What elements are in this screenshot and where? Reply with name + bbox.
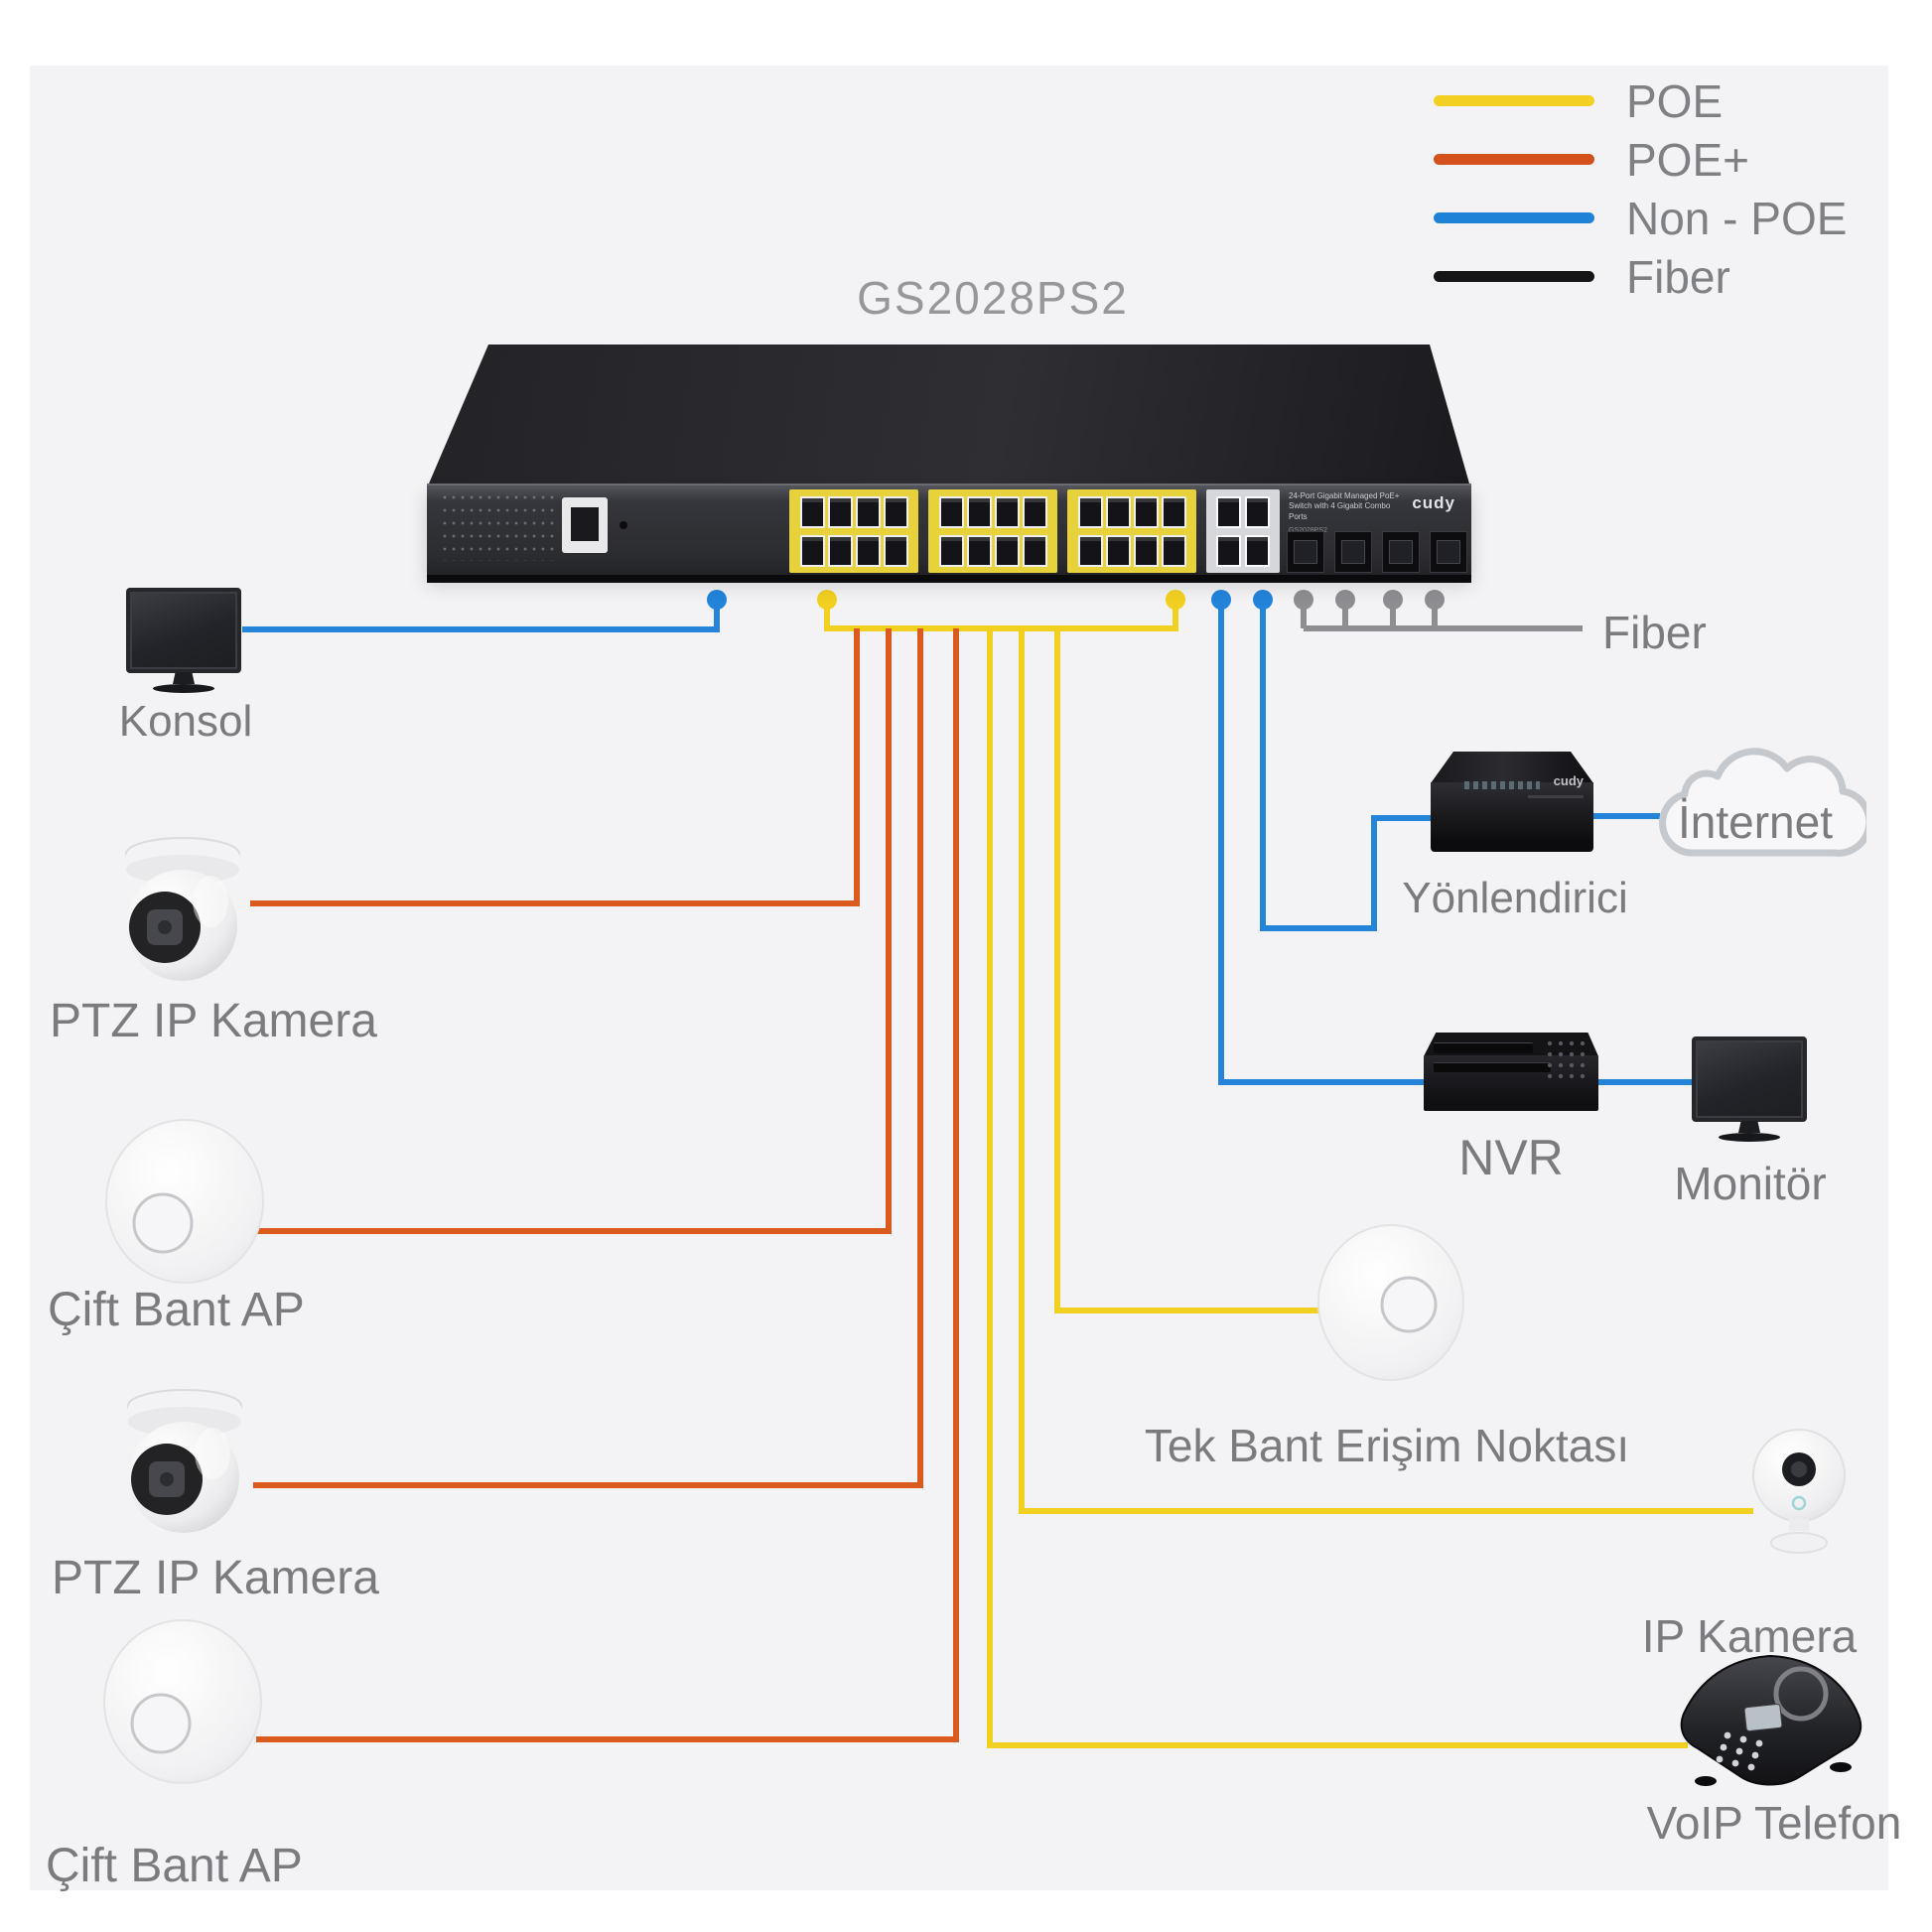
switch-base <box>427 575 1471 583</box>
nvr-buttons <box>1547 1040 1590 1080</box>
switch-description-text: 24-Port Gigabit Managed PoE+ Switch with… <box>1289 491 1400 521</box>
line-voip-poe <box>987 628 1688 1748</box>
sfp-slot <box>1382 531 1420 573</box>
monitor-device <box>1692 1036 1807 1142</box>
label-router: Yönlendirici <box>1402 874 1628 922</box>
label-internet: İnternet <box>1678 796 1833 848</box>
line-fiber <box>1301 608 1583 631</box>
legend-swatch-poe <box>1434 95 1594 106</box>
sfp-zone: 24-Port Gigabit Managed PoE+ Switch with… <box>1287 487 1467 575</box>
sfp-slot <box>1430 531 1467 573</box>
konsol-monitor <box>126 588 241 693</box>
port-dot-fiber <box>1294 590 1313 610</box>
monitor-screen <box>126 588 241 673</box>
label-singleband: Tek Bant Erişim Noktası <box>1144 1420 1630 1471</box>
line-konsol-nonpoe <box>242 608 720 632</box>
switch-model-title: GS2028PS2 <box>857 272 1129 324</box>
poe-port-group-3 <box>1067 489 1196 573</box>
port-dot-fiber <box>1425 590 1445 610</box>
label-dualband1: Çift Bant AP <box>48 1284 305 1336</box>
sfp-slot <box>1334 531 1372 573</box>
label-fiber: Fiber <box>1602 607 1707 658</box>
poe-port-group-1 <box>789 489 918 573</box>
port-dot-fiber <box>1383 590 1403 610</box>
uplink-port-group <box>1206 489 1280 573</box>
line-ptz1-poeplus <box>250 628 860 906</box>
line-ptz2-poeplus <box>253 628 923 1488</box>
line-nvr-nonpoe <box>1218 608 1428 1085</box>
legend-swatch-fiber <box>1434 271 1594 282</box>
label-konsol: Konsol <box>118 697 253 746</box>
poe-port-group-2 <box>928 489 1057 573</box>
label-voip: VoIP Telefon <box>1646 1797 1902 1849</box>
legend-label-poe-plus: POE+ <box>1626 134 1750 186</box>
page-margin-left <box>0 0 30 1932</box>
dual-band-ap-2 <box>101 1618 264 1790</box>
label-ptz1: PTZ IP Kamera <box>50 995 377 1047</box>
port-dot-nonpoe <box>707 590 727 610</box>
line-ipcam-poe <box>1019 628 1753 1514</box>
page-margin-bottom <box>0 1890 1932 1932</box>
label-nvr: NVR <box>1458 1130 1564 1185</box>
ip-camera <box>1739 1424 1859 1574</box>
page-margin-right <box>1888 0 1932 1932</box>
legend-label-poe: POE <box>1626 75 1724 127</box>
monitor-screen <box>1692 1036 1807 1122</box>
label-ipcam: IP Kamera <box>1641 1610 1858 1662</box>
line-ap2-poeplus <box>256 628 959 1742</box>
line-router-nonpoe <box>1260 608 1435 931</box>
line-ap1-poeplus <box>254 628 892 1234</box>
switch-front-panel: 24-Port Gigabit Managed PoE+ Switch with… <box>427 483 1471 575</box>
label-ptz2: PTZ IP Kamera <box>52 1552 379 1604</box>
switch-top-face <box>429 345 1469 483</box>
port-dot-nonpoe <box>1253 590 1273 610</box>
router-device: cudy <box>1431 752 1593 854</box>
port-dot-poe <box>1166 590 1185 610</box>
ptz-camera-2 <box>113 1382 252 1544</box>
switch-reset-hole <box>620 521 627 529</box>
network-switch: 24-Port Gigabit Managed PoE+ Switch with… <box>427 343 1471 583</box>
voip-phone <box>1670 1648 1868 1797</box>
line-poe-bus <box>824 608 1178 631</box>
legend-swatch-poe-plus <box>1434 154 1594 165</box>
dual-band-ap-1 <box>103 1118 266 1290</box>
line-singleband-poe <box>1054 628 1330 1313</box>
single-band-ap <box>1316 1223 1465 1387</box>
nvr-device <box>1424 1033 1598 1116</box>
ptz-camera-1 <box>111 830 250 992</box>
router-leds <box>1464 781 1540 789</box>
sfp-slot <box>1287 531 1324 573</box>
legend-label-fiber: Fiber <box>1626 251 1730 303</box>
switch-model-print: GS2028PS2 <box>1289 527 1327 534</box>
page-margin-top <box>0 0 1932 66</box>
port-dot-nonpoe <box>1211 590 1231 610</box>
label-dualband2: Çift Bant AP <box>46 1840 303 1892</box>
switch-brand-logo: cudy <box>1412 493 1455 512</box>
legend-label-non-poe: Non - POE <box>1626 193 1848 244</box>
port-dot-poe <box>817 590 837 610</box>
label-monitor: Monitör <box>1674 1158 1827 1209</box>
router-brand-logo: cudy <box>1553 773 1584 788</box>
port-dot-fiber <box>1335 590 1355 610</box>
legend-swatch-non-poe <box>1434 212 1594 223</box>
switch-led-panel <box>443 495 554 561</box>
switch-console-port <box>562 497 608 553</box>
